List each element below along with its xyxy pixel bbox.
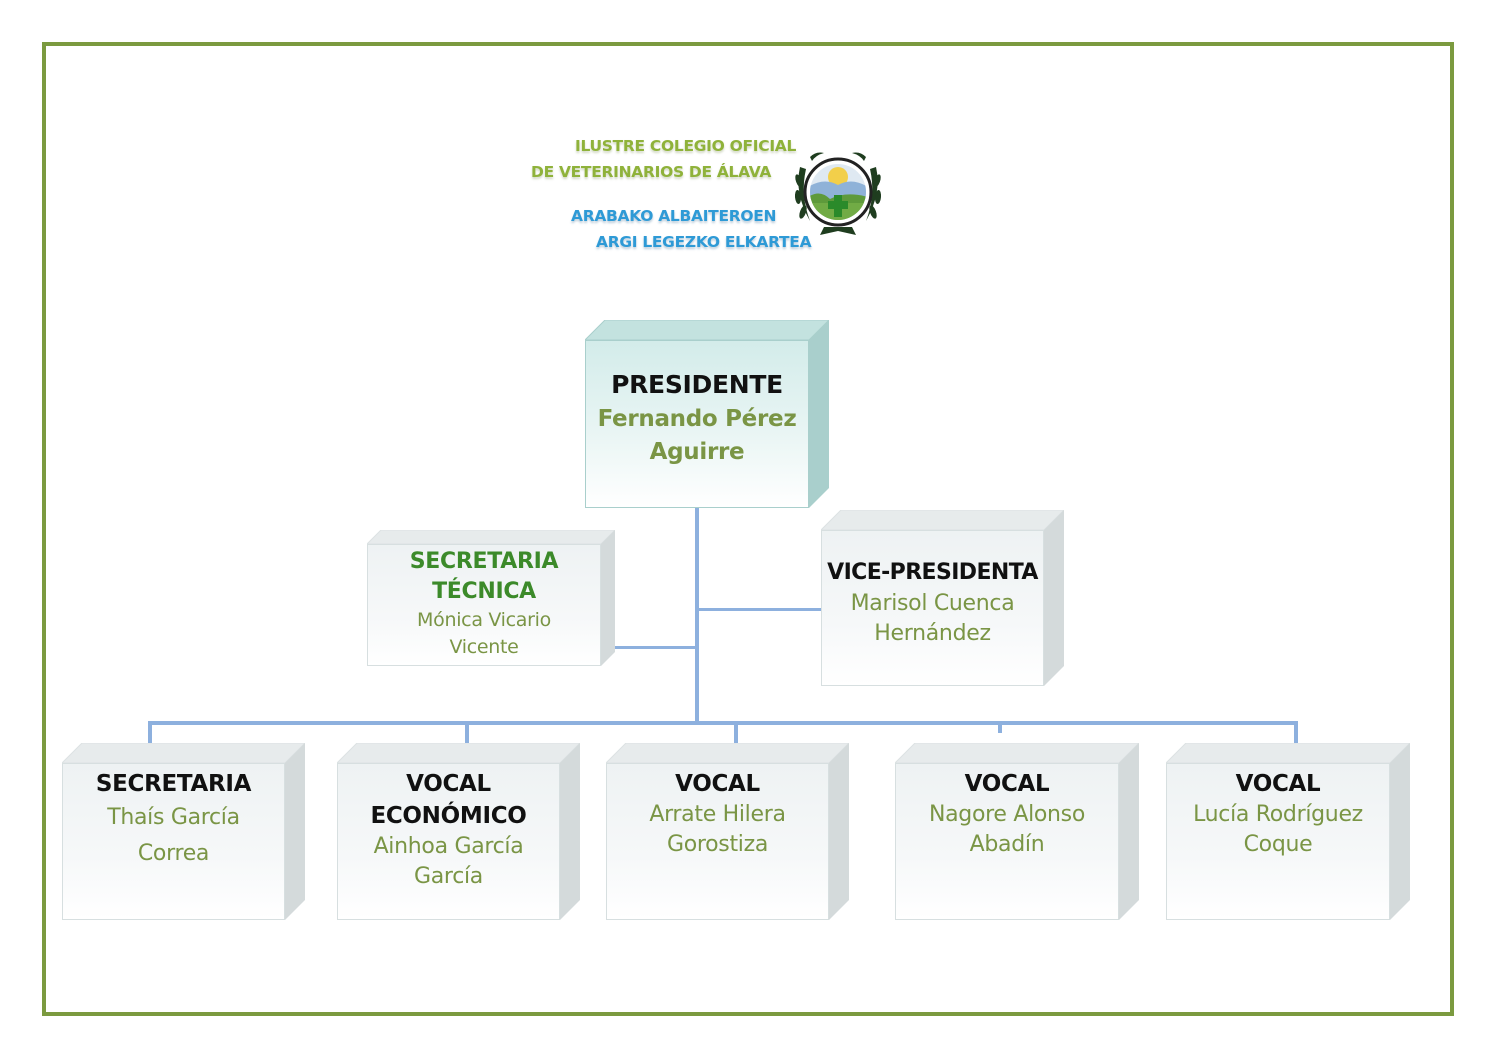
vice-president-name-line2: Hernández (874, 621, 991, 646)
member-role-line2: ECONÓMICO (370, 803, 527, 829)
technical-secretary-role-line1: SECRETARIA (409, 549, 559, 574)
president-name-line1: Fernando Pérez (597, 406, 797, 432)
vice-president-name-line1: Marisol Cuenca (850, 591, 1015, 616)
president-role: PRESIDENTE (611, 370, 783, 399)
box-3d-faces (1166, 743, 1410, 920)
org-name-eu-line1: ARABAKO ALBAITEROEN (571, 207, 777, 225)
connector-drop-4 (998, 721, 1002, 733)
connector-drop-5 (1294, 721, 1298, 743)
member-name-line1: Thaís García (107, 805, 240, 830)
member-role-line1: VOCAL (1235, 771, 1321, 797)
member-box: VOCAL ECONÓMICO Ainhoa García García (337, 743, 580, 920)
technical-secretary-box: SECRETARIA TÉCNICA Mónica Vicario Vicent… (367, 530, 615, 666)
page-frame (42, 42, 1454, 1016)
connector-vice-president (697, 608, 821, 611)
member-name-line2: Correa (137, 841, 210, 866)
president-box: PRESIDENTE Fernando Pérez Aguirre (585, 320, 829, 508)
member-box: VOCAL Arrate Hilera Gorostiza (606, 743, 849, 920)
technical-secretary-role-line2: TÉCNICA (432, 579, 536, 604)
member-name-line2: Gorostiza (666, 832, 769, 857)
member-role-line1: VOCAL (964, 771, 1050, 797)
member-role-line1: VOCAL (406, 771, 491, 797)
connector-bus (148, 721, 1298, 725)
member-name-line1: Nagore Alonso (928, 802, 1086, 827)
org-name-es-line1: ILUSTRE COLEGIO OFICIAL (575, 137, 797, 155)
connector-president-trunk (695, 508, 699, 725)
member-box: SECRETARIA Thaís García Correa (62, 743, 305, 920)
member-name-line2: García (414, 864, 483, 889)
member-box: VOCAL Nagore Alonso Abadín (895, 743, 1139, 920)
member-name-line1: Lucía Rodríguez (1193, 802, 1363, 827)
member-name-line1: Ainhoa García (373, 834, 524, 859)
member-name-line2: Coque (1243, 832, 1313, 857)
technical-secretary-name-line1: Mónica Vicario (417, 609, 551, 631)
connector-drop-1 (148, 721, 152, 743)
box-3d-faces (337, 743, 580, 920)
box-3d-faces (606, 743, 849, 920)
box-3d-faces (585, 320, 829, 508)
connector-technical-secretary (607, 646, 697, 649)
member-role-line1: VOCAL (675, 771, 760, 797)
college-seal-icon (794, 152, 882, 235)
vice-president-role: VICE-PRESIDENTA (827, 560, 1038, 585)
member-name-line1: Arrate Hilera (649, 802, 786, 827)
box-3d-faces (367, 530, 615, 666)
member-name-line2: Abadín (969, 832, 1045, 857)
org-name-es-line2: DE VETERINARIOS DE ÁLAVA (531, 163, 772, 181)
org-name-eu-line2: ARGI LEGEZKO ELKARTEA (596, 233, 812, 251)
member-box: VOCAL Lucía Rodríguez Coque (1166, 743, 1410, 920)
box-3d-faces (821, 510, 1064, 686)
vice-president-box: VICE-PRESIDENTA Marisol Cuenca Hernández (821, 510, 1064, 686)
member-role-line1: SECRETARIA (95, 771, 252, 797)
connector-drop-2 (465, 721, 469, 743)
president-name-line2: Aguirre (649, 439, 745, 465)
connector-drop-3 (734, 721, 738, 743)
technical-secretary-name-line2: Vicente (449, 636, 519, 658)
box-3d-faces (895, 743, 1139, 920)
